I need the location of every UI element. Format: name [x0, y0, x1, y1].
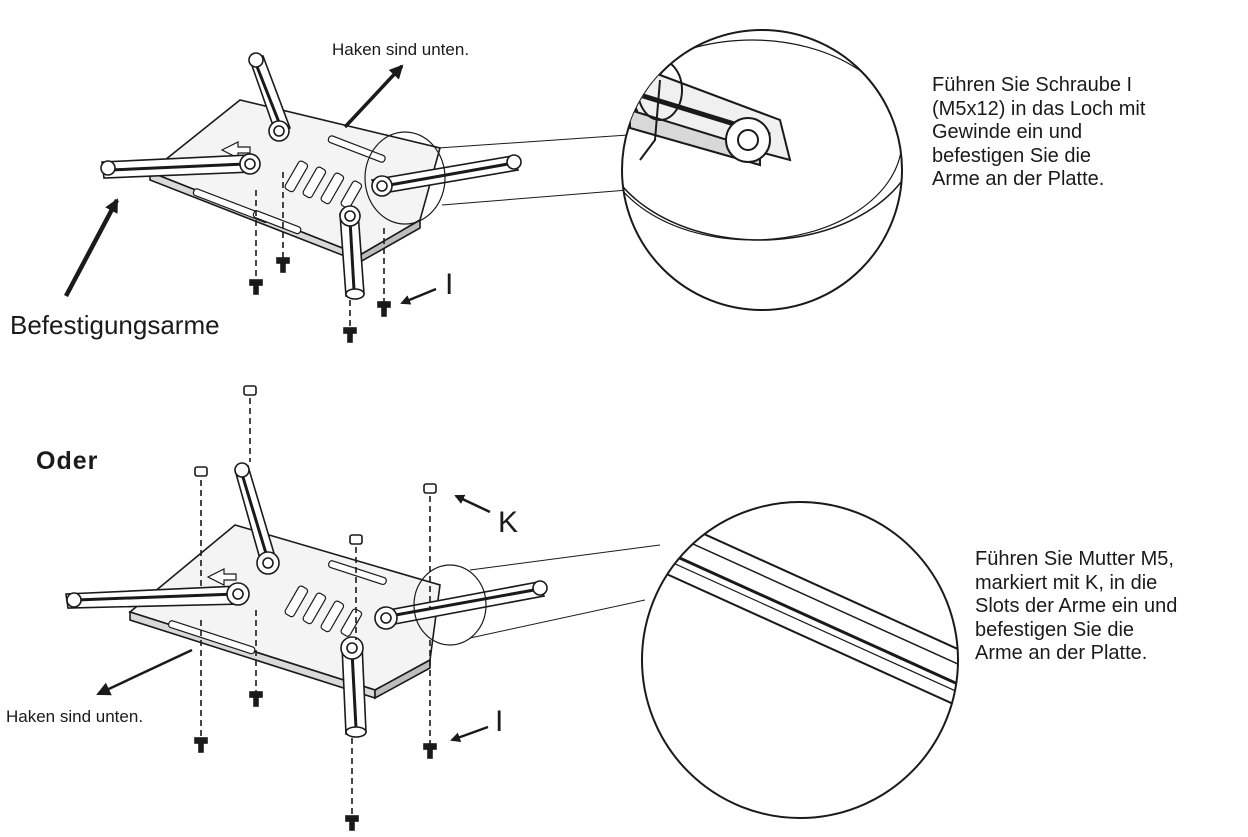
top-arm-left	[100, 153, 261, 179]
instruction-bottom: Führen Sie Mutter M5, markiert mit K, in…	[975, 548, 1177, 666]
arrow-arms	[64, 198, 119, 298]
bottom-mounting-plate-assembly	[65, 385, 548, 831]
arrow-screw-top	[400, 287, 437, 305]
bottom-nuts	[194, 385, 437, 640]
instruction-top-line: Arme an der Platte.	[932, 168, 1105, 190]
top-arm-front	[339, 205, 365, 300]
bottom-detail-source-circle	[413, 564, 487, 646]
instruction-bottom-line: Arme an der Platte.	[975, 642, 1148, 664]
arrow-nut	[454, 494, 491, 514]
top-detail-source-circle	[364, 131, 446, 225]
label-hooks-top: Haken sind unten.	[332, 40, 470, 59]
bottom-arm-left	[65, 582, 250, 609]
arrow-hooks-top	[343, 64, 404, 129]
label-mounting-arms: Befestigungsarme	[10, 310, 220, 340]
top-screws	[249, 172, 391, 343]
label-hooks-bottom: Haken sind unten.	[6, 707, 144, 726]
label-oder: Oder	[36, 447, 99, 475]
label-screw-i-top: I	[445, 268, 454, 301]
instruction-top-line: Führen Sie Schraube I	[932, 74, 1133, 96]
instruction-bottom-line: markiert mit K, in die	[975, 571, 1158, 594]
bottom-detail-magnified-view	[641, 501, 959, 819]
instruction-top: Führen Sie Schraube I (M5x12) in das Loc…	[932, 74, 1145, 192]
bottom-arm-back	[234, 462, 280, 575]
top-detail-magnified-view	[621, 29, 903, 311]
label-nut-k: K	[498, 506, 519, 539]
top-mounting-plate	[148, 99, 441, 264]
instruction-top-line: (M5x12) in das Loch mit	[932, 97, 1146, 120]
top-arm-back	[248, 52, 292, 142]
instruction-bottom-line: Slots der Arme ein und	[975, 595, 1178, 617]
instruction-bottom-line: befestigen Sie die	[975, 618, 1135, 641]
instruction-bottom-line: Führen Sie Mutter M5,	[975, 548, 1174, 570]
arrow-screw-bottom	[450, 725, 489, 742]
arrow-hooks-bottom	[96, 648, 193, 696]
instruction-top-line: befestigen Sie die	[932, 144, 1092, 167]
top-mounting-plate-assembly	[100, 52, 522, 343]
bottom-screws	[194, 610, 437, 831]
instruction-top-line: Gewinde ein und	[932, 121, 1083, 143]
bottom-arm-front	[340, 636, 367, 738]
label-screw-i-bottom: I	[495, 705, 504, 738]
